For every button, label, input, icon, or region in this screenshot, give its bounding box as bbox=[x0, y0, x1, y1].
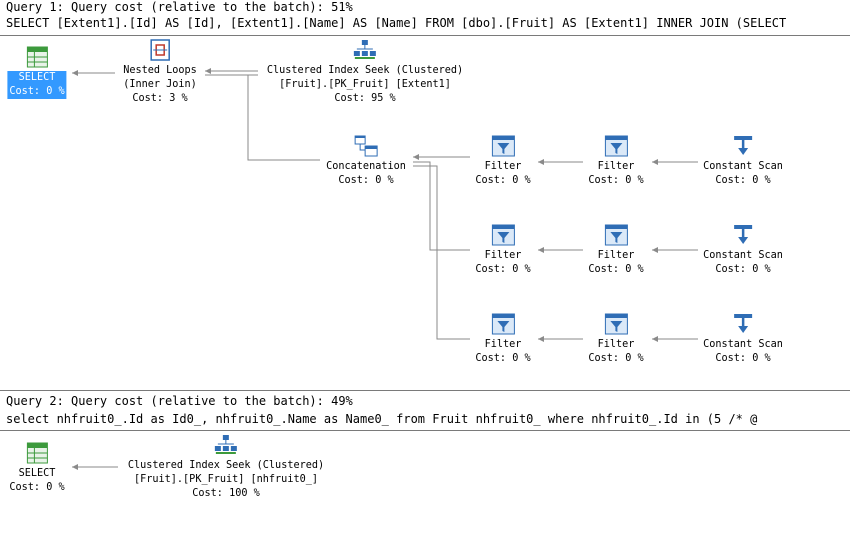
plan-node-nested-loops[interactable]: Nested Loops (Inner Join) Cost: 3 % bbox=[121, 38, 199, 106]
node-cost: Cost: 0 % bbox=[715, 353, 771, 364]
node-label: Nested Loops bbox=[123, 65, 197, 76]
node-detail: (Inner Join) bbox=[123, 79, 197, 90]
node-cost: Cost: 100 % bbox=[192, 488, 260, 499]
node-detail: [Fruit].[PK_Fruit] [Extent1] bbox=[279, 79, 451, 90]
select-icon bbox=[26, 442, 48, 464]
node-cost: Cost: 0 % bbox=[715, 175, 771, 186]
plan-node-constant-scan[interactable]: Constant Scan Cost: 0 % bbox=[701, 134, 785, 188]
query1-header: Query 1: Query cost (relative to the bat… bbox=[6, 0, 353, 14]
plan-node-clustered-index-seek[interactable]: Clustered Index Seek (Clustered) [Fruit]… bbox=[265, 38, 465, 106]
node-cost: Cost: 0 % bbox=[7, 85, 67, 99]
plan-node-select[interactable]: SELECT Cost: 0 % bbox=[7, 441, 66, 495]
plan-node-filter[interactable]: Filter Cost: 0 % bbox=[586, 312, 645, 366]
node-cost: Cost: 0 % bbox=[338, 175, 394, 186]
constant-scan-icon bbox=[733, 314, 752, 333]
filter-icon bbox=[604, 313, 628, 335]
filter-icon bbox=[604, 135, 628, 157]
query1-sql-text[interactable]: SELECT [Extent1].[Id] AS [Id], [Extent1]… bbox=[6, 16, 787, 30]
node-label: Filter bbox=[597, 161, 635, 172]
plan-node-constant-scan[interactable]: Constant Scan Cost: 0 % bbox=[701, 312, 785, 366]
divider bbox=[0, 430, 850, 431]
node-cost: Cost: 0 % bbox=[9, 482, 65, 493]
node-cost: Cost: 0 % bbox=[475, 264, 531, 275]
node-cost: Cost: 0 % bbox=[475, 175, 531, 186]
clustered-index-seek-icon bbox=[354, 40, 376, 59]
node-label: Filter bbox=[484, 161, 522, 172]
plan-node-constant-scan[interactable]: Constant Scan Cost: 0 % bbox=[701, 223, 785, 277]
node-label: SELECT bbox=[7, 71, 67, 85]
node-label: Clustered Index Seek (Clustered) bbox=[266, 65, 464, 76]
node-cost: Cost: 0 % bbox=[588, 175, 644, 186]
query2-sql-text[interactable]: select nhfruit0_.Id as Id0_, nhfruit0_.N… bbox=[6, 412, 758, 426]
plan-node-clustered-index-seek[interactable]: Clustered Index Seek (Clustered) [Fruit]… bbox=[126, 433, 326, 501]
node-cost: Cost: 0 % bbox=[588, 353, 644, 364]
concatenation-icon bbox=[354, 135, 378, 157]
node-cost: Cost: 0 % bbox=[588, 264, 644, 275]
plan-node-select[interactable]: SELECT Cost: 0 % bbox=[7, 45, 67, 99]
query2-header: Query 2: Query cost (relative to the bat… bbox=[6, 394, 353, 408]
divider bbox=[0, 35, 850, 36]
node-cost: Cost: 3 % bbox=[132, 93, 188, 104]
divider bbox=[0, 390, 850, 391]
plan-node-concatenation[interactable]: Concatenation Cost: 0 % bbox=[324, 134, 408, 188]
node-cost: Cost: 0 % bbox=[475, 353, 531, 364]
plan-node-filter[interactable]: Filter Cost: 0 % bbox=[473, 312, 532, 366]
constant-scan-icon bbox=[733, 225, 752, 244]
plan-node-filter[interactable]: Filter Cost: 0 % bbox=[473, 134, 532, 188]
node-label: Filter bbox=[597, 250, 635, 261]
plan-node-filter[interactable]: Filter Cost: 0 % bbox=[586, 223, 645, 277]
node-cost: Cost: 0 % bbox=[715, 264, 771, 275]
node-cost: Cost: 95 % bbox=[334, 93, 396, 104]
select-icon bbox=[26, 46, 48, 68]
node-label: Clustered Index Seek (Clustered) bbox=[127, 460, 325, 471]
filter-icon bbox=[604, 224, 628, 246]
filter-icon bbox=[491, 224, 515, 246]
node-label: Filter bbox=[484, 339, 522, 350]
plan-node-filter[interactable]: Filter Cost: 0 % bbox=[473, 223, 532, 277]
node-label: Constant Scan bbox=[703, 250, 783, 261]
node-label: Filter bbox=[597, 339, 635, 350]
constant-scan-icon bbox=[733, 136, 752, 155]
filter-icon bbox=[491, 135, 515, 157]
node-label: Constant Scan bbox=[703, 161, 783, 172]
clustered-index-seek-icon bbox=[215, 435, 237, 454]
filter-icon bbox=[491, 313, 515, 335]
nested-loops-icon bbox=[150, 39, 170, 61]
node-label: Filter bbox=[484, 250, 522, 261]
node-label: Constant Scan bbox=[703, 339, 783, 350]
node-label: Concatenation bbox=[326, 161, 406, 172]
node-label: SELECT bbox=[18, 468, 56, 479]
node-detail: [Fruit].[PK_Fruit] [nhfruit0_] bbox=[133, 474, 318, 485]
plan-node-filter[interactable]: Filter Cost: 0 % bbox=[586, 134, 645, 188]
